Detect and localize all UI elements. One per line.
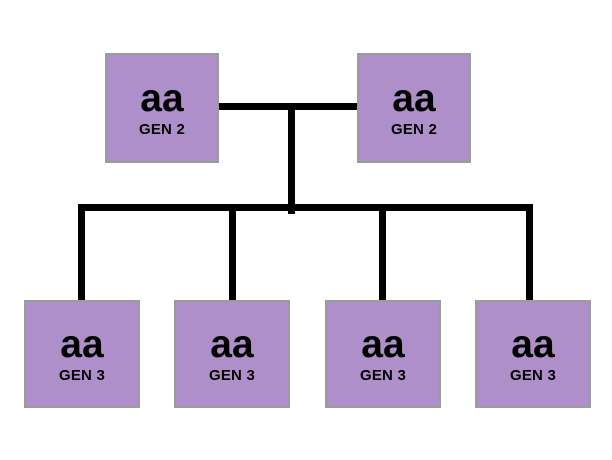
parent-node-1[interactable]: aa GEN 2	[105, 53, 219, 163]
generation-label: GEN 2	[138, 121, 185, 138]
generation-label: GEN 3	[359, 367, 406, 384]
child-drop-line-4	[526, 204, 533, 302]
genotype-label: aa	[140, 77, 184, 120]
child-node-1[interactable]: aa GEN 3	[24, 300, 140, 408]
genotype-label: aa	[361, 323, 405, 366]
child-node-4[interactable]: aa GEN 3	[475, 300, 591, 408]
child-drop-line-2	[229, 204, 236, 302]
sibship-line	[78, 204, 533, 211]
child-drop-line-3	[379, 204, 386, 302]
genotype-label: aa	[210, 323, 254, 366]
child-drop-line-1	[78, 204, 85, 302]
child-node-3[interactable]: aa GEN 3	[325, 300, 441, 408]
parent-node-2[interactable]: aa GEN 2	[357, 53, 471, 163]
genotype-label: aa	[60, 323, 104, 366]
child-node-2[interactable]: aa GEN 3	[174, 300, 290, 408]
genotype-label: aa	[392, 77, 436, 120]
descent-line	[288, 103, 295, 214]
generation-label: GEN 2	[390, 121, 437, 138]
generation-label: GEN 3	[208, 367, 255, 384]
genotype-label: aa	[511, 323, 555, 366]
generation-label: GEN 3	[58, 367, 105, 384]
generation-label: GEN 3	[509, 367, 556, 384]
